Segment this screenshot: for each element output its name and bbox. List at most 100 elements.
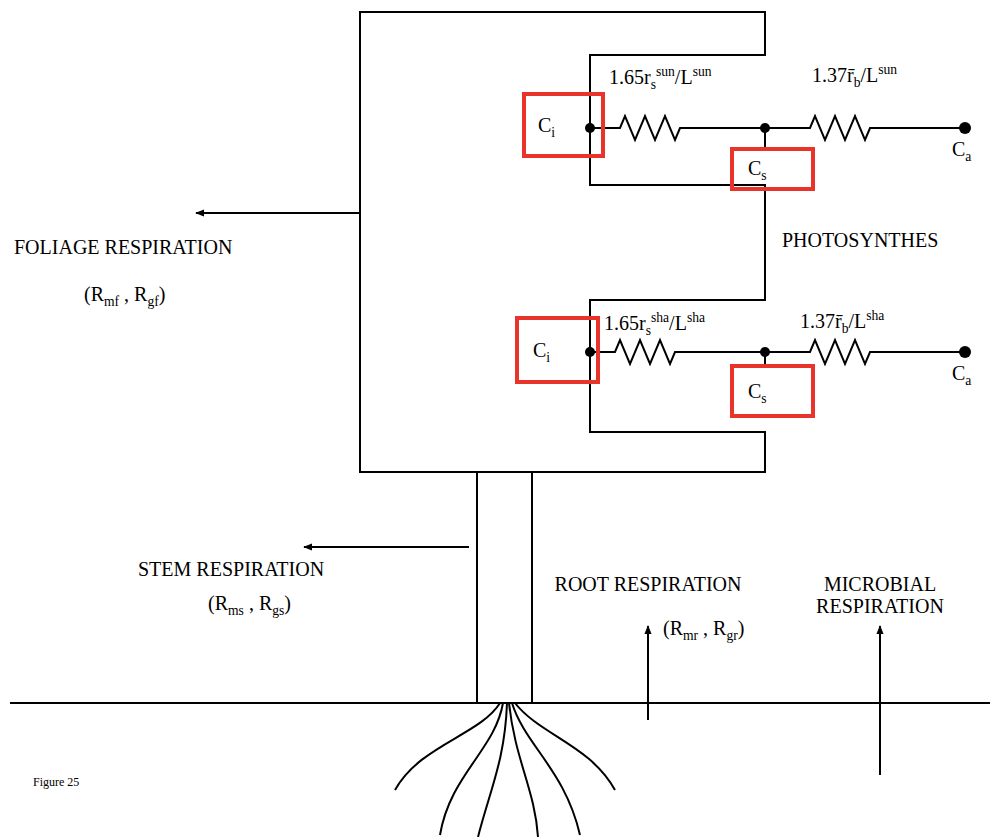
junction-dot <box>585 347 595 357</box>
text-segment: i <box>546 350 550 365</box>
text-segment: C <box>748 380 761 402</box>
text-segment: /L <box>669 312 687 334</box>
text-segment: i <box>551 125 555 140</box>
text-segment: mf <box>104 294 119 309</box>
text-segment: sha <box>866 308 884 323</box>
text-segment: C <box>748 157 761 179</box>
resistance-label: 1.65rssun/Lsun <box>609 66 712 88</box>
text-segment: /L <box>860 64 878 86</box>
text-segment: 1.65r <box>609 66 651 88</box>
text-segment: MICROBIAL RESPIRATION <box>816 573 944 617</box>
text-segment: b <box>854 75 861 90</box>
text-segment: ms <box>228 603 244 618</box>
text-segment: /L <box>675 66 693 88</box>
diagram-label: PHOTOSYNTHES <box>782 229 938 251</box>
text-segment: /L <box>848 310 866 332</box>
diagram-label: Ca <box>952 138 971 160</box>
diagram-label: Ca <box>952 362 971 384</box>
text-segment: C <box>538 114 551 136</box>
diagram-label: (Rmr , Rgr) <box>663 617 744 639</box>
microbial-respiration-arrow <box>879 626 881 775</box>
text-segment: 1.65r <box>604 312 646 334</box>
canopy-outline <box>360 12 765 472</box>
text-segment: s <box>646 323 651 338</box>
concentration-symbol: Cs <box>748 157 767 179</box>
text-segment: mr <box>683 628 698 643</box>
junction-dot <box>959 346 971 358</box>
root-respiration-arrow <box>647 626 649 720</box>
root <box>515 703 615 790</box>
text-segment: ) <box>159 283 166 305</box>
concentration-box: Cs <box>730 147 815 191</box>
text-segment: , R <box>244 592 272 614</box>
text-segment: STEM RESPIRATION <box>138 558 324 580</box>
text-segment: , R <box>698 617 726 639</box>
text-segment: 1.37r̄ <box>800 310 842 332</box>
diagram-label: MICROBIAL RESPIRATION <box>785 573 975 617</box>
roots <box>395 703 615 837</box>
diagram-label: FOLIAGE RESPIRATION <box>14 236 232 258</box>
text-segment: (R <box>208 592 228 614</box>
text-segment: sun <box>656 64 675 79</box>
concentration-box: Ci <box>515 316 600 384</box>
text-segment: gf <box>147 294 158 309</box>
trunk-outline <box>477 472 532 703</box>
diagram-label: 1.37r̄b/Lsun <box>812 64 897 86</box>
concentration-box: Cs <box>730 364 815 418</box>
text-segment: PHOTOSYNTHES <box>782 229 938 251</box>
resistor-symbol <box>765 116 965 140</box>
text-segment: C <box>952 138 965 160</box>
diagram-label: (Rmf , Rgf) <box>84 283 165 305</box>
text-segment: sun <box>693 64 712 79</box>
junction-dots <box>585 122 971 358</box>
diagram-label: ROOT RESPIRATION <box>553 573 743 595</box>
text-segment: C <box>952 362 965 384</box>
text-segment: a <box>965 149 971 164</box>
text-segment: s <box>761 391 766 406</box>
resistor-symbol <box>765 340 965 364</box>
concentration-symbol: Ci <box>533 339 550 361</box>
concentration-symbol: Ci <box>538 114 555 136</box>
root <box>512 703 580 835</box>
text-segment: ) <box>284 592 291 614</box>
text-segment: gr <box>726 628 737 643</box>
text-segment: C <box>533 339 546 361</box>
foliage-respiration-arrow <box>196 212 360 214</box>
text-segment: s <box>761 168 766 183</box>
resistance-label: 1.65rssha/Lsha <box>604 312 705 334</box>
text-segment: 1.37r̄ <box>812 64 854 86</box>
text-segment: (R <box>84 283 104 305</box>
stomatal-resistor <box>600 340 765 364</box>
boundary-resistors <box>590 116 965 364</box>
concentration-symbol: Cs <box>748 380 767 402</box>
junction-dot <box>959 122 971 134</box>
text-segment: s <box>651 77 656 92</box>
text-segment: sha <box>651 310 669 325</box>
diagram-label: (Rms , Rgs) <box>208 592 291 614</box>
text-segment: sha <box>687 310 705 325</box>
text-segment: sun <box>878 62 897 77</box>
concentration-box: Ci <box>522 92 605 158</box>
text-segment: (R <box>663 617 683 639</box>
stomatal-resistor <box>605 116 765 147</box>
diagram-label: Figure 25 <box>33 776 79 789</box>
diagram-label: 1.37r̄b/Lsha <box>800 310 884 332</box>
root <box>478 703 507 837</box>
text-segment: ) <box>738 617 745 639</box>
text-segment: ROOT RESPIRATION <box>555 573 742 595</box>
text-segment: , R <box>119 283 147 305</box>
respiration-arrows <box>196 213 880 775</box>
text-segment: a <box>965 373 971 388</box>
root <box>440 703 503 835</box>
text-segment: gs <box>272 603 284 618</box>
junction-dot <box>585 123 595 133</box>
root <box>509 703 538 837</box>
text-segment: Figure 25 <box>33 775 79 789</box>
diagram-label: STEM RESPIRATION <box>138 558 324 580</box>
text-segment: FOLIAGE RESPIRATION <box>14 236 232 258</box>
text-segment: b <box>842 321 849 336</box>
